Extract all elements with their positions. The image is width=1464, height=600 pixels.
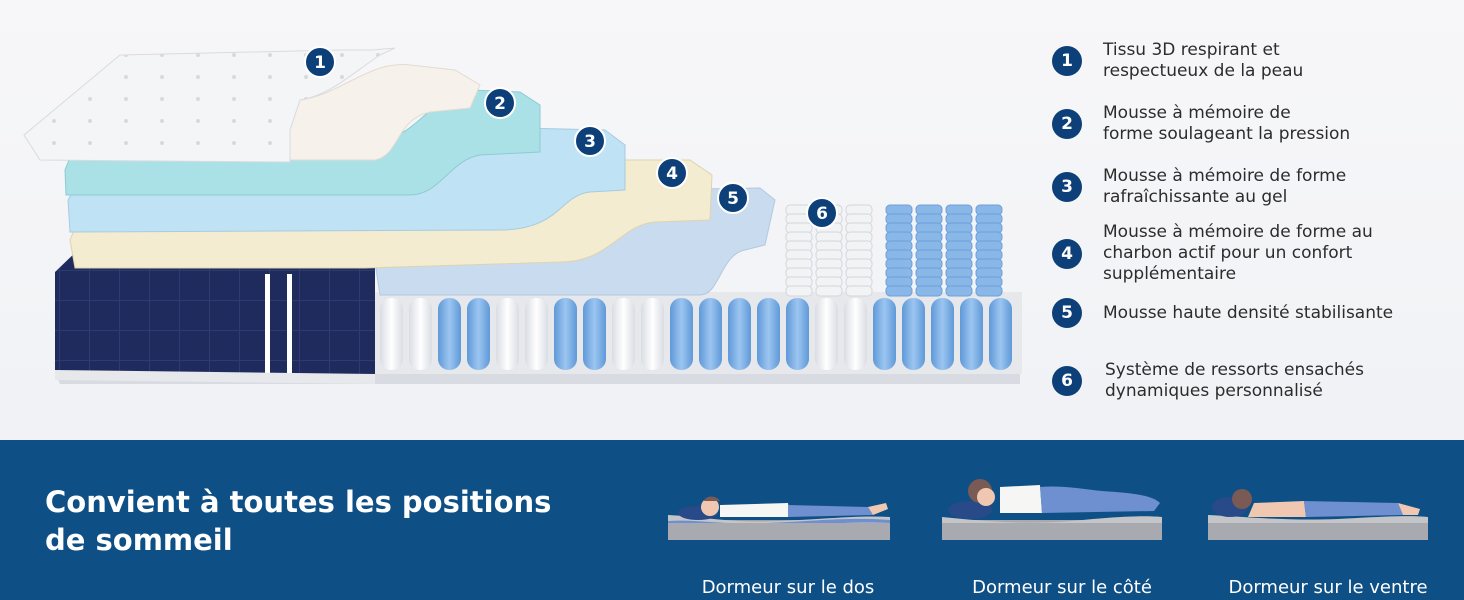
layer-badges: 1 2 3 4 5 6 xyxy=(304,46,838,229)
coil xyxy=(612,298,635,370)
coil xyxy=(409,298,432,370)
sleep-positions-banner: Convient à toutes les positions de somme… xyxy=(0,440,1464,600)
banner-headline: Convient à toutes les positions de somme… xyxy=(45,485,552,557)
coil-top xyxy=(975,285,1003,297)
svg-text:3: 3 xyxy=(584,132,596,152)
coil xyxy=(728,298,751,370)
layer-1-top-fabric xyxy=(23,47,396,163)
svg-text:6: 6 xyxy=(816,204,828,224)
coil xyxy=(699,298,722,370)
legend-item-5: 5 Mousse haute densité stabilisante xyxy=(1052,298,1393,328)
coil xyxy=(902,298,925,370)
svg-text:2: 2 xyxy=(494,94,506,114)
coil xyxy=(583,298,606,370)
position-side: Dormeur sur le côté xyxy=(942,465,1182,598)
legend-item-3: 3 Mousse à mémoire de forme rafraîchissa… xyxy=(1052,166,1346,208)
coil xyxy=(989,298,1012,370)
legend-text: Mousse à mémoire de forme rafraîchissant… xyxy=(1103,166,1347,207)
layer-badge-6: 6 xyxy=(806,197,838,229)
coil xyxy=(815,298,838,370)
legend-item-2: 2 Mousse à mémoire de forme soulageant l… xyxy=(1052,103,1350,145)
coil xyxy=(931,298,954,370)
coil xyxy=(467,298,490,370)
legend-item-6: 6 Système de ressorts ensachés dynamique… xyxy=(1052,360,1364,402)
stomach-sleeper-icon xyxy=(1208,489,1428,540)
layer-badge-4: 4 xyxy=(656,157,688,189)
layer-badge-2: 2 xyxy=(484,87,516,119)
legend-text: Mousse à mémoire de forme au charbon act… xyxy=(1103,222,1373,284)
svg-text:5: 5 xyxy=(727,189,739,209)
layer-badge-1: 1 xyxy=(304,46,336,78)
legend-item-1: 1 Tissu 3D respirant et respectueux de l… xyxy=(1052,40,1303,82)
coil xyxy=(525,298,548,370)
coil xyxy=(786,298,809,370)
position-back: Dormeur sur le dos xyxy=(668,465,908,598)
legend-text: Mousse haute densité stabilisante xyxy=(1103,302,1394,323)
coil xyxy=(641,298,664,370)
legend-number: 1 xyxy=(1052,46,1082,76)
legend-number: 3 xyxy=(1052,172,1082,202)
coil-top xyxy=(815,285,843,297)
coil-top xyxy=(885,285,913,297)
coil-top xyxy=(845,285,873,297)
legend-number: 4 xyxy=(1052,238,1082,269)
svg-text:1: 1 xyxy=(314,53,326,73)
legend-text: Mousse à mémoire de forme soulageant la … xyxy=(1103,103,1351,144)
position-label: Dormeur sur le dos xyxy=(701,577,875,598)
legend-number: 2 xyxy=(1052,109,1082,139)
coil xyxy=(873,298,896,370)
pocket-coils xyxy=(380,298,1012,370)
coil xyxy=(960,298,983,370)
legend-number: 5 xyxy=(1052,298,1082,328)
coil xyxy=(844,298,867,370)
legend-text: Tissu 3D respirant et respectueux de la … xyxy=(1103,40,1304,81)
coil xyxy=(757,298,780,370)
position-stomach: Dormeur sur le ventre xyxy=(1208,465,1448,598)
position-label: Dormeur sur le côté xyxy=(972,577,1152,598)
layer-1-comfort xyxy=(289,64,481,161)
side-fabric xyxy=(55,248,375,384)
svg-text:4: 4 xyxy=(666,164,678,184)
coil xyxy=(670,298,693,370)
mattress-layers-illustration: 1 2 3 4 5 6 xyxy=(23,46,1022,384)
side-sleeper-icon xyxy=(942,479,1162,540)
legend-number: 6 xyxy=(1052,366,1082,396)
coil-top xyxy=(785,285,813,297)
layer-badge-5: 5 xyxy=(717,182,749,214)
legend-item-4: 4 Mousse à mémoire de forme au charbon a… xyxy=(1052,222,1373,285)
coil xyxy=(438,298,461,370)
coil-top xyxy=(915,285,943,297)
coil xyxy=(380,298,403,370)
coil xyxy=(496,298,519,370)
legend-text: Système de ressorts ensachés dynamiques … xyxy=(1105,360,1364,401)
position-label: Dormeur sur le ventre xyxy=(1228,577,1428,598)
coil-top xyxy=(945,285,973,297)
coil xyxy=(554,298,577,370)
back-sleeper-icon xyxy=(668,496,890,540)
layer-badge-3: 3 xyxy=(574,125,606,157)
